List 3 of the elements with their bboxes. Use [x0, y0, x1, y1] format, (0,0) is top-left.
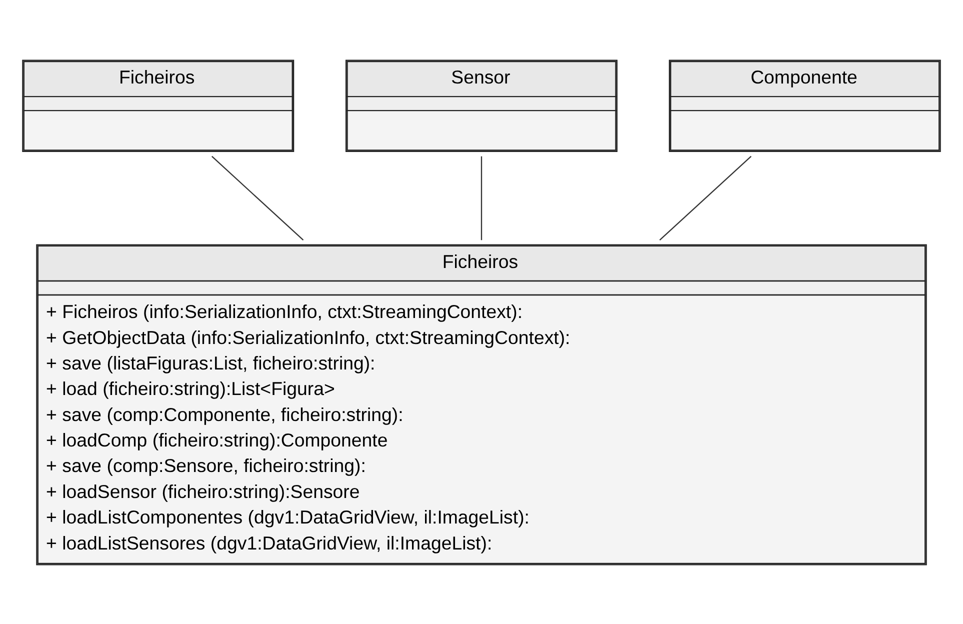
connector [659, 155, 752, 240]
connector [212, 155, 304, 240]
connector [480, 156, 482, 240]
